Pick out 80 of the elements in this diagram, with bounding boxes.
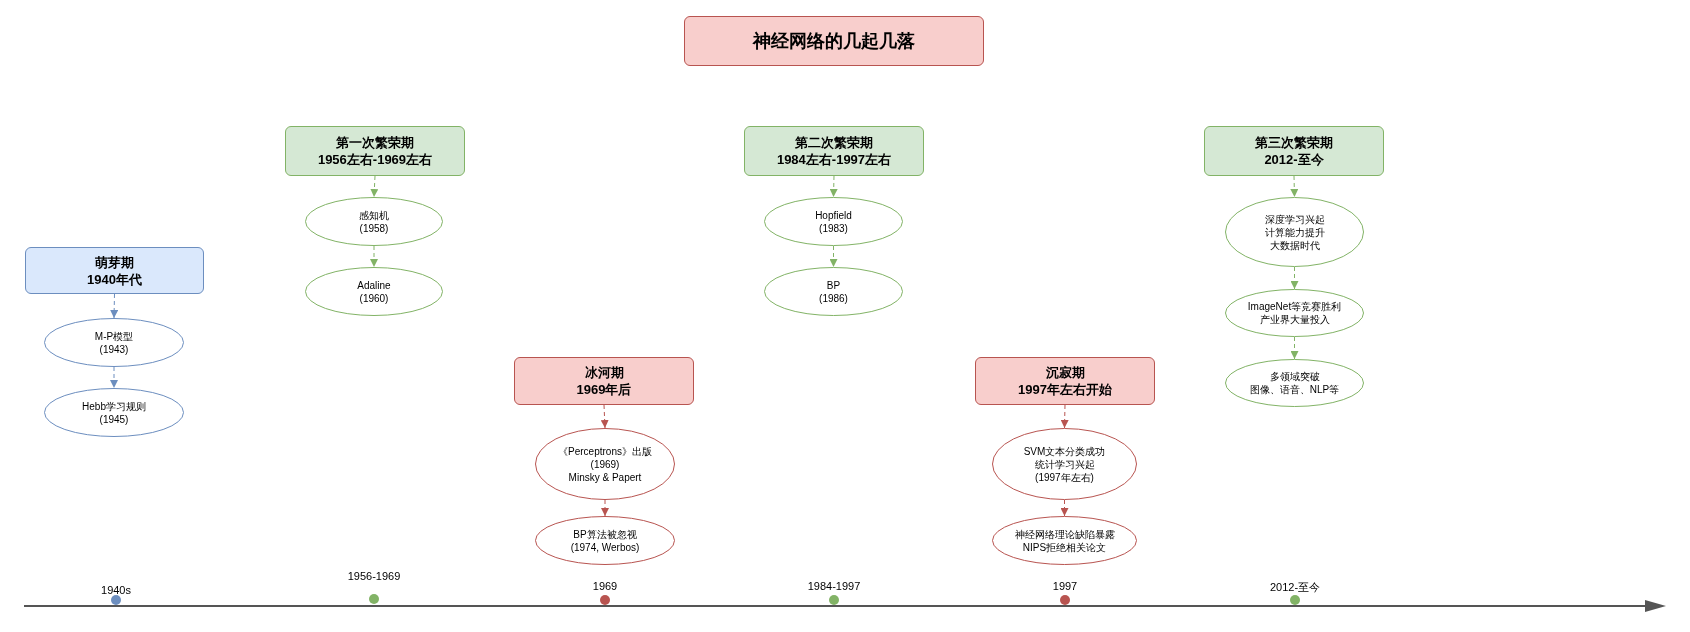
- event-ellipse: [305, 197, 443, 246]
- arrow: [110, 293, 119, 319]
- event-ellipse: [1225, 197, 1364, 267]
- arrow: [1290, 175, 1299, 198]
- arrow: [1290, 266, 1299, 290]
- node-text: (1943): [99, 342, 129, 356]
- node-text: 感知机: [359, 208, 389, 222]
- node-text: 深度学习兴起: [1264, 212, 1325, 226]
- arrow: [370, 245, 378, 268]
- node-text: 图像、语音、NLP等: [1249, 383, 1340, 396]
- node-text: (1969): [590, 457, 620, 471]
- event-ellipse: [992, 428, 1137, 500]
- node-text: BP算法被忽视: [573, 527, 637, 541]
- arrow: [829, 245, 838, 268]
- node-text: 第二次繁荣期: [795, 134, 873, 151]
- node-text: 《Perceptrons》出版: [558, 444, 652, 458]
- period-box: [514, 357, 694, 405]
- node-text: 1997年左右开始: [1018, 381, 1112, 398]
- event-ellipse: [535, 516, 675, 565]
- event-ellipse: [992, 516, 1137, 565]
- node-text: 统计学习兴起: [1034, 457, 1095, 471]
- period-box: [744, 126, 924, 176]
- node-text: 1969年后: [576, 381, 632, 398]
- node-text: (1945): [99, 412, 129, 426]
- node-text: Hopfield: [815, 208, 852, 222]
- node-text: M-P模型: [94, 329, 134, 343]
- event-ellipse: [535, 428, 675, 500]
- node-text: (1960): [359, 291, 389, 305]
- node-text: 1984左右-1997左右: [776, 151, 892, 168]
- node-text: 计算能力提升: [1264, 225, 1325, 239]
- node-text: (1986): [819, 291, 848, 305]
- node-text: 1956左右-1969左右: [317, 151, 433, 168]
- event-ellipse: [1225, 359, 1364, 407]
- node-text: ImageNet等竞赛胜利: [1247, 300, 1342, 313]
- period-box: [25, 247, 204, 294]
- node-text: 第三次繁荣期: [1255, 134, 1333, 151]
- year-label: 1984-1997: [807, 580, 861, 592]
- node-text: (1983): [819, 221, 848, 235]
- node-text: 沉寂期: [1045, 364, 1085, 381]
- node-text: 第一次繁荣期: [336, 134, 414, 151]
- arrow: [600, 404, 609, 429]
- period-box: [975, 357, 1155, 405]
- node-text: 产业界大量投入: [1259, 313, 1330, 326]
- node-text: NIPS拒绝相关论文: [1022, 540, 1107, 554]
- period-box: [1204, 126, 1384, 176]
- event-ellipse: [44, 388, 184, 437]
- event-ellipse: [305, 267, 443, 316]
- event-ellipse: [764, 197, 903, 246]
- event-ellipse: [44, 318, 184, 367]
- node-text: 萌芽期: [95, 253, 134, 271]
- year-label: 2012-至今: [1269, 580, 1321, 595]
- node-text: SVM文本分类成功: [1023, 444, 1106, 458]
- arrow: [601, 499, 609, 517]
- node-text: 冰河期: [584, 364, 624, 381]
- event-ellipse: [1225, 289, 1364, 337]
- event-ellipse: [764, 267, 903, 316]
- node-text: (1974, Werbos): [570, 540, 640, 554]
- arrow: [370, 175, 379, 198]
- arrow: [1060, 404, 1069, 429]
- arrow: [1060, 499, 1069, 517]
- arrow: [829, 175, 838, 198]
- year-label: 1997: [1052, 580, 1078, 592]
- node-text: (1958): [359, 221, 389, 235]
- node-text: BP: [826, 278, 841, 292]
- period-box: [285, 126, 465, 176]
- year-label: 1940s: [101, 584, 131, 596]
- node-text: 神经网络理论缺陷暴露: [1014, 527, 1115, 541]
- node-text: 2012-至今: [1264, 151, 1324, 168]
- title-banner: 神经网络的几起几落: [684, 16, 984, 66]
- node-text: Adaline: [357, 278, 391, 292]
- node-text: 多领域突破: [1269, 370, 1320, 383]
- year-label: 1956-1969: [347, 570, 401, 582]
- node-text: Hebb学习规则: [82, 399, 146, 413]
- node-text: 大数据时代: [1269, 238, 1320, 252]
- arrow: [110, 366, 118, 389]
- node-text: (1997年左右): [1035, 470, 1094, 484]
- year-label: 1969: [592, 580, 618, 592]
- node-text: Minsky & Papert: [568, 470, 642, 484]
- arrow: [1290, 336, 1299, 360]
- node-text: 1940年代: [87, 270, 142, 288]
